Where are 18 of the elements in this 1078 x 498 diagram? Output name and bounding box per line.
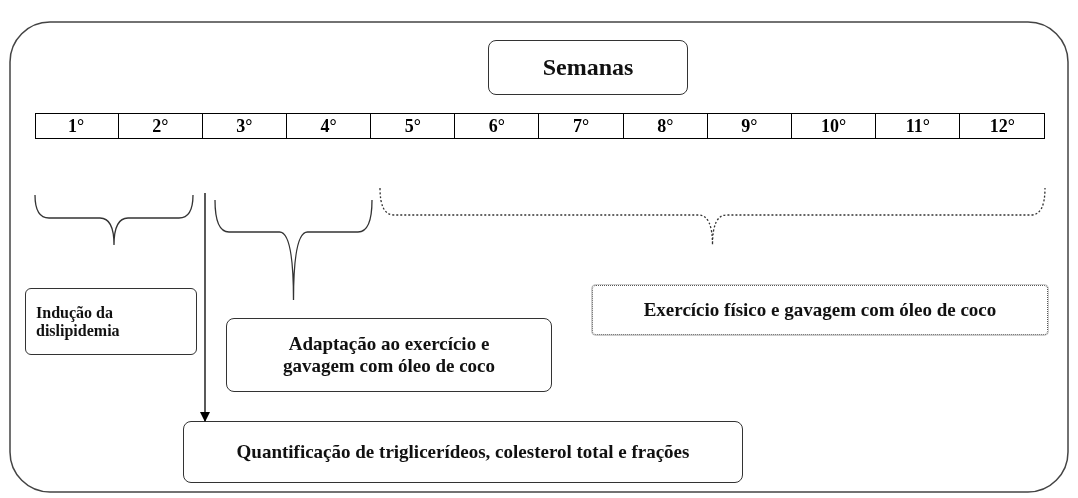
week-cell: 4° bbox=[287, 114, 372, 138]
week-cell: 5° bbox=[371, 114, 456, 138]
week-cell: 9° bbox=[707, 114, 792, 138]
process-box: Exercício físico e gavagem com óleo de coco bbox=[592, 285, 1048, 335]
process-box: Adaptação ao exercício e gavagem com óleo de coco bbox=[226, 318, 552, 392]
week-cell: 3° bbox=[202, 114, 287, 138]
week-cell: 10° bbox=[792, 114, 877, 138]
week-cell: 1° bbox=[34, 114, 119, 138]
week-cell: 8° bbox=[623, 114, 708, 138]
arrow bbox=[200, 192, 210, 422]
week-cell: 7° bbox=[539, 114, 624, 138]
week-cell-text: 12° bbox=[988, 114, 1016, 138]
week-cell: 6° bbox=[455, 114, 540, 138]
week-cell: 2° bbox=[118, 114, 203, 138]
process-box: Indução da dislipidemia bbox=[25, 288, 197, 355]
process-box: Quantificação de triglicerídeos, colesterol total e frações bbox=[183, 421, 743, 483]
week-cell: 11° bbox=[876, 114, 961, 138]
heading-box: Semanas bbox=[488, 40, 688, 95]
